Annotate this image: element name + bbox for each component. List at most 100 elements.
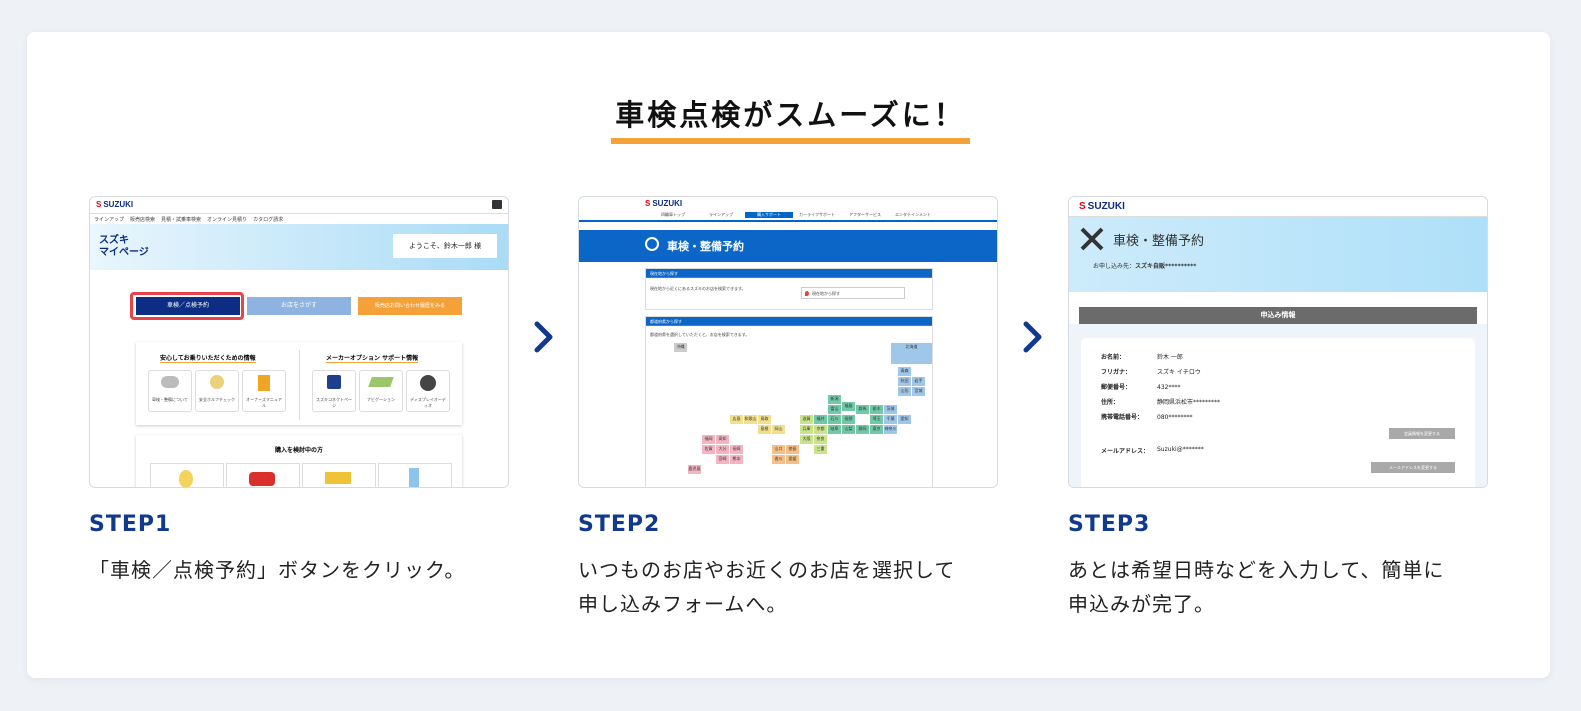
prefecture-8[interactable]: 福島 <box>842 402 855 411</box>
section-heading-wrap: 車検点検がスムーズに！ <box>0 96 1581 144</box>
field-value: 080******** <box>1157 414 1193 421</box>
prefecture-9[interactable]: 富山 <box>828 405 841 414</box>
prefecture-26[interactable]: 兵庫 <box>800 425 813 434</box>
prefecture-25[interactable]: 京都 <box>814 425 827 434</box>
prefecture-2[interactable]: 青森 <box>898 367 911 376</box>
nav-item[interactable]: 販売店検索 <box>130 217 156 223</box>
tab[interactable]: 四輪車トップ <box>661 212 685 217</box>
prefecture-3[interactable]: 秋田 <box>898 377 911 386</box>
prefecture-45[interactable]: 宮崎 <box>716 455 729 464</box>
prefecture-43[interactable]: 大分 <box>716 445 729 454</box>
prefecture-15[interactable]: 長野 <box>842 415 855 424</box>
prefecture-30[interactable]: 和歌山 <box>744 415 757 424</box>
prefecture-4[interactable]: 岩手 <box>912 377 925 386</box>
prefecture-42[interactable]: 長崎 <box>730 445 743 454</box>
tile[interactable]: 車検・整備について <box>148 370 192 412</box>
tab[interactable]: アフターサービス <box>849 212 881 217</box>
applicant-value: スズキ自販********** <box>1135 263 1197 270</box>
prefecture-32[interactable]: 島根 <box>758 425 771 434</box>
prefecture-20[interactable]: 東京 <box>870 425 883 434</box>
prefecture-10[interactable]: 石川 <box>828 415 841 424</box>
prefecture-36[interactable]: 香川 <box>772 455 785 464</box>
prefecture-27[interactable]: 大阪 <box>800 435 813 444</box>
prefecture-17[interactable]: 千葉 <box>884 415 897 424</box>
nav-item[interactable]: ラインアップ <box>94 217 125 223</box>
prefecture-12[interactable]: 栃木 <box>870 405 883 414</box>
step3-label: STEP3 <box>1068 512 1151 537</box>
step3-banner-title: 車検・整備予約 <box>1113 234 1205 249</box>
prefecture-18[interactable]: 岐阜 <box>828 425 841 434</box>
reserve-button[interactable]: 車検／点検予約 <box>136 297 240 315</box>
japan-map: 北海道青森秋田岩手山形宮城新潟福島富山石川 群馬栃木茨城福井 長野 埼玉千葉岐阜山梨 東… <box>646 337 932 487</box>
location-panel: 現在地から探す 現在地から近くにあるスズキのお店を検索できます。 現在地から探す <box>645 268 933 310</box>
suzuki-logo: SUZUKI <box>96 200 133 209</box>
contact-history-button[interactable]: 販売店お問い合わせ履歴をみる <box>358 297 462 315</box>
prefecture-39[interactable]: 高知 <box>716 435 729 444</box>
tile[interactable]: スズキコネクトページ <box>312 370 356 412</box>
prefecture-29[interactable]: 三重 <box>814 445 827 454</box>
location-panel-header: 現在地から探す <box>646 269 932 278</box>
prefecture-47[interactable]: 沖縄 <box>674 343 687 352</box>
prefecture-24[interactable]: 滋賀 <box>800 415 813 424</box>
prefecture-38[interactable]: 愛媛 <box>786 455 799 464</box>
chevron-right-icon <box>1023 321 1042 353</box>
prefecture-19[interactable]: 山梨 <box>842 425 855 434</box>
prefecture-40[interactable]: 福岡 <box>702 435 715 444</box>
prefecture-22[interactable]: 静岡 <box>856 425 869 434</box>
step2-screenshot: SUZUKI 四輪車トップ ラインアップ 購入サポート カーライフサポート アフ… <box>578 196 998 488</box>
tab[interactable]: カーライフサポート <box>799 212 835 217</box>
tile[interactable]: ディスプレイオーディオ <box>406 370 450 412</box>
nav-item[interactable]: オンライン見積り <box>207 217 248 223</box>
tile[interactable]: 安全ホルフチェック <box>195 370 239 412</box>
prefecture-37[interactable]: 徳島 <box>786 445 799 454</box>
reservation-icon <box>645 237 659 251</box>
tile-label: オーナーズマニュアル <box>246 397 282 408</box>
prefecture-7[interactable]: 新潟 <box>828 395 841 404</box>
prefecture-21[interactable]: 神奈川 <box>884 425 897 434</box>
prefecture-5[interactable]: 山形 <box>898 387 911 396</box>
prefecture-34[interactable]: 広島 <box>730 415 743 424</box>
email-label: メールアドレス： <box>1101 448 1150 455</box>
step1-description: 「車検／点検予約」ボタンをクリック。 <box>89 553 465 587</box>
prefecture-33[interactable]: 岡山 <box>772 425 785 434</box>
tile-label: 車検・整備について <box>152 397 188 402</box>
prefecture-46[interactable]: 鹿児島 <box>688 465 701 474</box>
prefecture-6[interactable]: 宮城 <box>912 387 925 396</box>
manual-icon <box>258 375 270 391</box>
prefecture-13[interactable]: 茨城 <box>884 405 897 414</box>
prefecture-44[interactable]: 熊本 <box>730 455 743 464</box>
prefecture-31[interactable]: 鳥取 <box>758 415 771 424</box>
prefecture-1[interactable]: 北海道 <box>891 343 932 364</box>
prefecture-35[interactable]: 山口 <box>772 445 785 454</box>
tile-label: スズキコネクトページ <box>316 397 352 408</box>
change-info-button[interactable]: 会員情報を変更する <box>1389 428 1455 439</box>
prefecture-23[interactable]: 愛知 <box>898 415 911 424</box>
tile-label: ディスプレイオーディオ <box>410 397 446 408</box>
purchase-heading: 購入を検討中の方 <box>274 447 323 454</box>
tab[interactable]: ラインアップ <box>709 212 733 217</box>
prefecture-11[interactable]: 群馬 <box>856 405 869 414</box>
step1-nav: ラインアップ 販売店検索 見積・試乗車検索 オンライン見積り カタログ請求 <box>94 216 283 223</box>
tile[interactable]: オーナーズマニュアル <box>242 370 286 412</box>
prefecture-41[interactable]: 佐賀 <box>702 445 715 454</box>
tile[interactable]: ナビゲーション <box>359 370 403 412</box>
prefecture-28[interactable]: 奈良 <box>814 435 827 444</box>
nav-item[interactable]: 見積・試乗車検索 <box>161 217 202 223</box>
tab[interactable]: エンタテインメント <box>895 212 931 217</box>
search-icon[interactable] <box>492 200 502 209</box>
tile-label: ナビゲーション <box>367 397 395 402</box>
locate-button[interactable]: 現在地から探す <box>801 287 905 299</box>
find-shop-button[interactable]: お店をさがす <box>247 297 351 315</box>
prefecture-14[interactable]: 福井 <box>814 415 827 424</box>
info-right-heading: メーカーオプション サポート情報 <box>326 355 419 363</box>
prefecture-16[interactable]: 埼玉 <box>870 415 883 424</box>
mypage-header: スズキ マイページ ようこそ、鈴木一郎 様 <box>90 224 508 270</box>
nav-item[interactable]: カタログ請求 <box>253 217 284 223</box>
prefecture-panel-header: 都道府県から探す <box>646 317 932 326</box>
wrench-icon <box>161 376 179 388</box>
step3-desc-line: 申込みが完了。 <box>1068 592 1215 616</box>
change-email-button[interactable]: メールアドレスを変更する <box>1371 462 1455 473</box>
mypage-title-1: スズキ <box>99 235 129 246</box>
tab-active[interactable]: 購入サポート <box>745 212 793 218</box>
info-header: 申込み情報 <box>1079 307 1477 324</box>
